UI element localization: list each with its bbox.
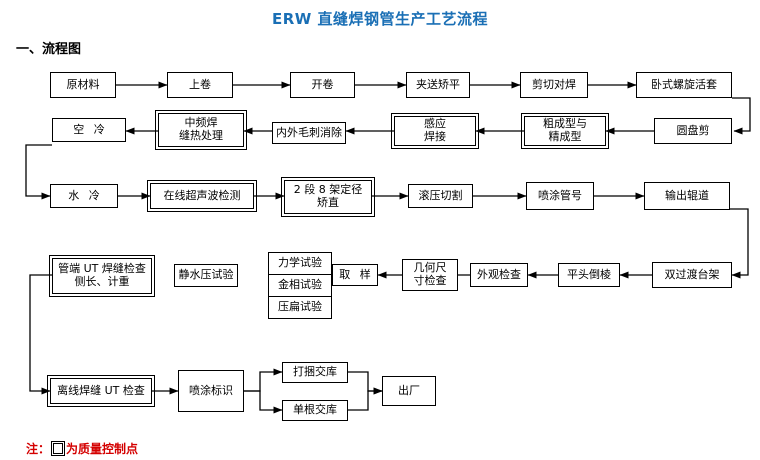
node-sizing-straightening[interactable]: 2 段 8 架定径 矫直 bbox=[281, 177, 375, 217]
node-disc-shear[interactable]: 圆盘剪 bbox=[654, 118, 732, 144]
node-double-transition-rack[interactable]: 双过渡台架 bbox=[652, 262, 732, 288]
node-air-cooling[interactable]: 空 冷 bbox=[52, 118, 126, 142]
node-visual-inspection[interactable]: 外观检查 bbox=[470, 263, 528, 287]
page-title: ERW 直缝焊钢管生产工艺流程 bbox=[271, 10, 489, 28]
node-water-cooling[interactable]: 水 冷 bbox=[50, 184, 118, 208]
legend-note-suffix: 为质量控制点 bbox=[66, 442, 139, 456]
legend-note: 注： 为质量控制点 bbox=[26, 440, 138, 457]
node-induction-welding[interactable]: 感应 焊接 bbox=[391, 113, 479, 149]
node-metallographic-test[interactable]: 金相试验 bbox=[268, 274, 332, 297]
node-pinch-leveling[interactable]: 夹送矫平 bbox=[406, 72, 470, 98]
node-raw-material[interactable]: 原材料 bbox=[50, 72, 116, 98]
node-online-ultrasonic-testing[interactable]: 在线超声波检测 bbox=[147, 180, 257, 212]
node-geometric-dimension-inspection[interactable]: 几何尺 寸检查 bbox=[402, 259, 458, 291]
section-heading: 一、流程图 bbox=[16, 42, 82, 57]
node-marking-spraying[interactable]: 喷涂标识 bbox=[178, 370, 244, 412]
node-mechanical-test[interactable]: 力学试验 bbox=[268, 252, 332, 275]
node-facing-beveling[interactable]: 平头倒棱 bbox=[558, 263, 620, 287]
node-roll-cutting[interactable]: 滚压切割 bbox=[408, 184, 473, 208]
node-output-roller-table[interactable]: 输出辊道 bbox=[644, 182, 730, 210]
node-hydrostatic-test[interactable]: 静水压试验 bbox=[174, 264, 238, 287]
node-offline-weld-ut-inspection[interactable]: 离线焊缝 UT 检查 bbox=[47, 375, 155, 407]
node-sampling[interactable]: 取 样 bbox=[332, 264, 378, 286]
node-pipe-number-spraying[interactable]: 喷涂管号 bbox=[526, 182, 594, 210]
node-weld-seam-heat-treatment[interactable]: 中频焊 缝热处理 bbox=[155, 110, 247, 150]
node-bundled-delivery[interactable]: 打捆交库 bbox=[282, 362, 348, 383]
node-uncoiling-load[interactable]: 上卷 bbox=[167, 72, 233, 98]
node-uncoiling[interactable]: 开卷 bbox=[290, 72, 355, 98]
node-rough-fine-forming[interactable]: 粗成型与 精成型 bbox=[521, 113, 609, 149]
legend-note-prefix: 注： bbox=[26, 442, 51, 456]
node-burr-removal[interactable]: 内外毛刺消除 bbox=[272, 122, 346, 144]
node-pipe-end-ut-weld-inspection[interactable]: 管端 UT 焊缝检查 侧长、计重 bbox=[49, 255, 155, 297]
node-ex-works[interactable]: 出厂 bbox=[382, 376, 436, 406]
node-single-delivery[interactable]: 单根交库 bbox=[282, 400, 348, 421]
node-shear-butt-weld[interactable]: 剪切对焊 bbox=[520, 72, 588, 98]
node-flattening-test[interactable]: 压扁试验 bbox=[268, 296, 332, 319]
quality-control-point-icon bbox=[51, 441, 66, 456]
node-horizontal-spiral-accumulator[interactable]: 卧式螺旋活套 bbox=[636, 72, 732, 98]
